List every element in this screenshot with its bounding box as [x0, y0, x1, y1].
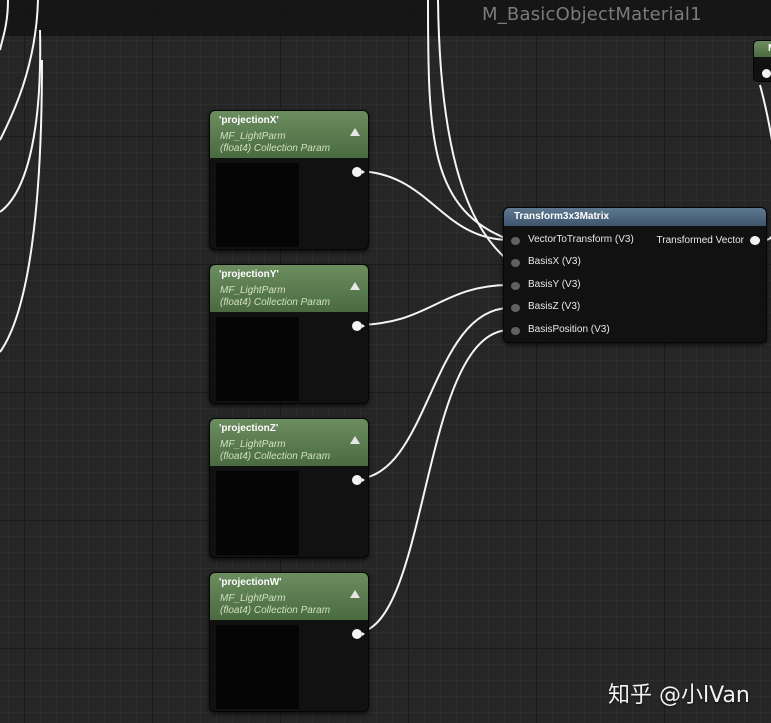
wire-projX [354, 170, 511, 241]
param-node-collection: MF_LightParm [220, 285, 286, 296]
output-pin[interactable] [352, 321, 365, 331]
wire-top-1 [427, 0, 511, 241]
transform3x3matrix-node[interactable]: Transform3x3Matrix VectorToTransform (V3… [503, 207, 767, 343]
input-pin[interactable] [511, 304, 520, 312]
param-node-collection: MF_LightParm [220, 593, 286, 604]
param-node-projection-x[interactable]: 'projectionX' MF_LightParm (float4) Coll… [209, 110, 369, 250]
wire-left-1 [0, 0, 39, 141]
watermark: 知乎 @小lVan [608, 683, 750, 708]
graph-title-bar: M_BasicObjectMaterial1 [0, 0, 771, 36]
collapse-arrow-icon[interactable] [350, 128, 360, 136]
wire-out [759, 84, 771, 241]
param-node-type: (float4) Collection Param [220, 451, 331, 462]
param-node-collection: MF_LightParm [220, 131, 286, 142]
transform-node-header[interactable]: Transform3x3Matrix [504, 208, 766, 226]
param-node-header[interactable]: 'projectionZ' MF_LightParm (float4) Coll… [210, 419, 368, 466]
partial-node-label: M [768, 43, 771, 54]
node-preview [216, 625, 299, 709]
param-node-name: 'projectionZ' [219, 423, 279, 434]
wire-projY [354, 284, 511, 326]
output-pin[interactable] [352, 629, 365, 639]
param-node-projection-z[interactable]: 'projectionZ' MF_LightParm (float4) Coll… [209, 418, 369, 558]
input-pin[interactable] [511, 327, 520, 335]
param-node-type: (float4) Collection Param [220, 143, 331, 154]
param-node-header[interactable]: 'projectionY' MF_LightParm (float4) Coll… [210, 265, 368, 312]
wire-projZ [354, 307, 511, 480]
param-node-projection-y[interactable]: 'projectionY' MF_LightParm (float4) Coll… [209, 264, 369, 404]
node-preview [216, 317, 299, 401]
input-label: BasisZ (V3) [528, 301, 581, 312]
output-pin[interactable] [352, 167, 365, 177]
wire-projW [354, 329, 511, 634]
wire-left-4 [0, 59, 43, 353]
node-preview [216, 471, 299, 555]
collapse-arrow-icon[interactable] [350, 590, 360, 598]
param-node-name: 'projectionX' [219, 115, 279, 126]
param-node-name: 'projectionW' [219, 577, 282, 588]
input-pin[interactable] [511, 259, 520, 267]
output-pin[interactable] [762, 69, 771, 78]
input-label: BasisY (V3) [528, 279, 581, 290]
input-pin[interactable] [511, 282, 520, 290]
wire-top-2 [437, 0, 511, 263]
param-node-type: (float4) Collection Param [220, 605, 331, 616]
param-node-type: (float4) Collection Param [220, 297, 331, 308]
input-label: BasisPosition (V3) [528, 324, 610, 335]
output-pin[interactable] [352, 475, 365, 485]
param-node-name: 'projectionY' [219, 269, 279, 280]
param-node-header[interactable]: 'projectionW' MF_LightParm (float4) Coll… [210, 573, 368, 620]
wire-left-3 [0, 29, 42, 213]
node-preview [216, 163, 299, 247]
collapse-arrow-icon[interactable] [350, 282, 360, 290]
output-label: Transformed Vector [656, 235, 744, 246]
transform-node-title: Transform3x3Matrix [514, 211, 610, 222]
wire-left-2 [0, 0, 9, 51]
param-node-projection-w[interactable]: 'projectionW' MF_LightParm (float4) Coll… [209, 572, 369, 712]
partial-node-header[interactable]: M [754, 41, 771, 57]
param-node-header[interactable]: 'projectionX' MF_LightParm (float4) Coll… [210, 111, 368, 158]
input-label: VectorToTransform (V3) [528, 234, 634, 245]
partial-node-m[interactable]: M [753, 40, 771, 82]
input-pin[interactable] [511, 237, 520, 245]
output-pin[interactable] [750, 236, 760, 245]
graph-title: M_BasicObjectMaterial1 [482, 4, 702, 25]
param-node-collection: MF_LightParm [220, 439, 286, 450]
input-label: BasisX (V3) [528, 256, 581, 267]
collapse-arrow-icon[interactable] [350, 436, 360, 444]
